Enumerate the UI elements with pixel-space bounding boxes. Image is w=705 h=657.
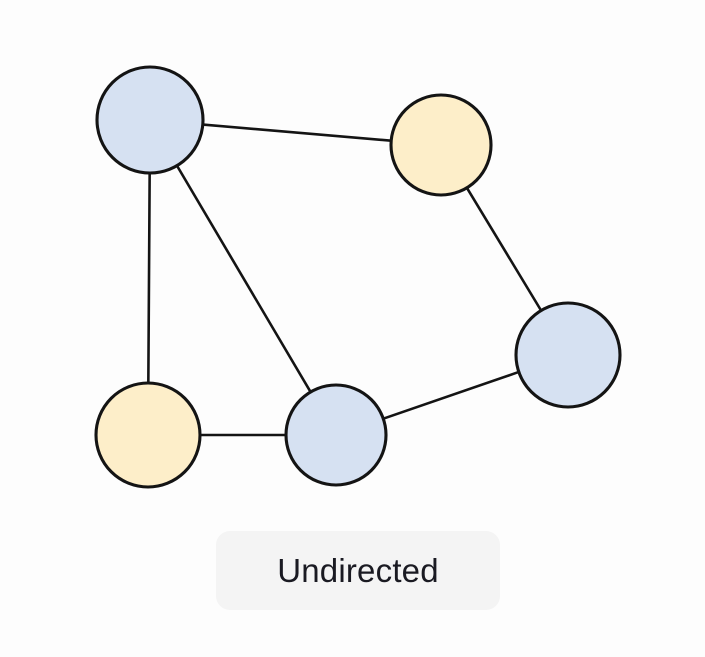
- nodes-layer: [94, 65, 622, 489]
- edge-top-right-to-right: [465, 186, 543, 312]
- edge-bottom-left-to-top-left: [147, 171, 151, 385]
- edge-right-to-bottom-middle: [381, 370, 521, 421]
- bottom-middle-node[interactable]: [284, 383, 388, 487]
- bottom-left-node[interactable]: [94, 381, 202, 489]
- graph-type-label: Undirected: [277, 552, 439, 589]
- edge-top-left-to-top-right: [201, 123, 393, 143]
- right-node[interactable]: [514, 301, 622, 409]
- top-right-node[interactable]: [389, 93, 493, 197]
- graph-type-badge: Undirected: [216, 531, 500, 610]
- top-left-node[interactable]: [95, 65, 205, 175]
- edges-layer: [147, 123, 543, 437]
- edge-top-left-to-bottom-middle: [175, 164, 312, 394]
